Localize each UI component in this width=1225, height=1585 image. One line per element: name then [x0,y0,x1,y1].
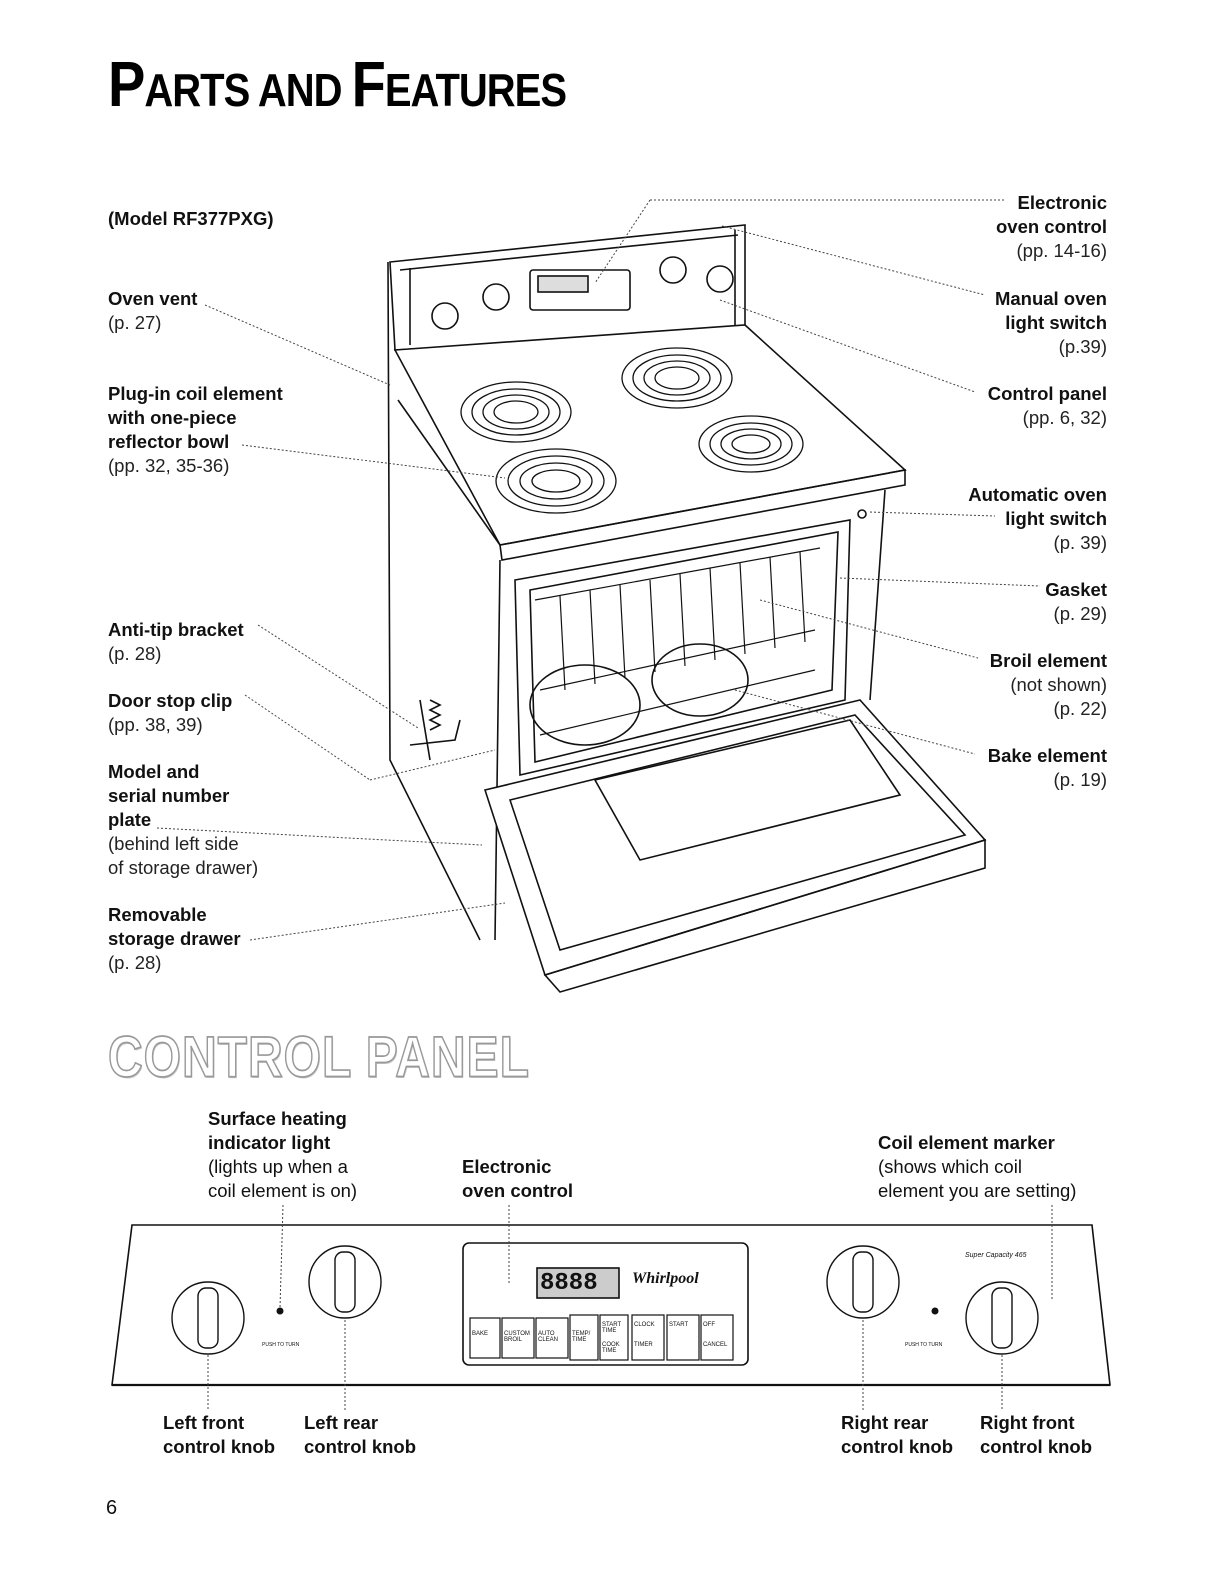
button-timer[interactable]: TIMER [634,1342,653,1348]
push-to-turn-right: PUSH TO TURN [905,1342,943,1348]
cp-surface-light-label: Surface heating indicator light (lights … [208,1108,358,1201]
capacity-label: Super Capacity 465 [965,1252,1027,1259]
display-digits: 8888 [540,1270,598,1297]
button-bake[interactable]: BAKE [472,1331,489,1337]
button-temp-time[interactable]: TEMP/ TIME [572,1331,591,1343]
cp-coil-marker-label: Coil element marker (shows which coil el… [878,1132,1077,1201]
button-cook-time[interactable]: COOK TIME [602,1342,620,1354]
callout-anti-tip: Anti-tip bracket(p. 28) [108,619,244,664]
callout-gasket: Gasket(p. 29) [1045,579,1107,624]
button-custom-broil[interactable]: CUSTOM BROIL [504,1331,530,1343]
callout-control-panel: Control panel(pp. 6, 32) [987,383,1107,428]
callout-bake: Bake element(p. 19) [987,745,1107,790]
button-auto-clean[interactable]: AUTO CLEAN [538,1331,559,1343]
cp-electronic-label: Electronic oven control [462,1156,574,1201]
model-label: (Model RF377PXG) [108,208,274,229]
button-clock[interactable]: CLOCK [634,1322,655,1328]
button-off[interactable]: OFF [703,1322,715,1328]
button-start-time[interactable]: START TIME [602,1322,622,1334]
callout-door-stop: Door stop clip(pp. 38, 39) [108,690,233,735]
section-title-control-panel: CONTROL PANEL [107,1025,530,1090]
page-title: PARTS AND FEATURES [108,47,567,120]
button-start[interactable]: START [669,1322,689,1328]
callout-broil: Broil element(not shown)(p. 22) [989,650,1107,719]
callout-oven-vent: Oven vent(p. 27) [108,288,198,333]
brand-logo: Whirlpool [632,1270,699,1287]
push-to-turn-left: PUSH TO TURN [262,1342,300,1348]
button-cancel[interactable]: CANCEL [703,1342,728,1348]
page-number: 6 [106,1497,118,1519]
